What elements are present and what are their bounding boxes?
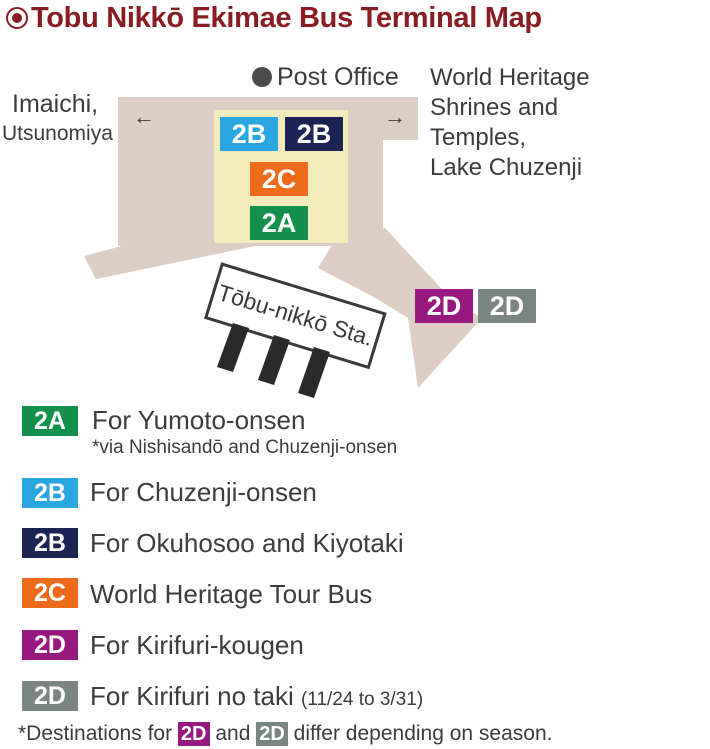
legend-text-2d-gray: For Kirifuri no taki (11/24 to 3/31) bbox=[90, 681, 423, 712]
left-destination-line-1: Imaichi, bbox=[12, 90, 99, 118]
map-badge-2b-dark: 2B bbox=[285, 117, 343, 151]
legend-badge-2a: 2A bbox=[22, 406, 78, 436]
legend-badge-2b-light: 2B bbox=[22, 478, 78, 508]
right-destination-line-4: Lake Chuzenji bbox=[430, 154, 583, 181]
post-office-label: Post Office bbox=[277, 63, 399, 91]
legend-badge-2d-purple: 2D bbox=[22, 630, 78, 660]
legend-note-2a: *via Nishisandō and Chuzenji-onsen bbox=[92, 437, 398, 458]
station-track-1 bbox=[217, 323, 249, 372]
road-left-diagonal bbox=[84, 212, 255, 279]
right-destination-line-1: World Heritage bbox=[430, 64, 590, 91]
legend-text-2d-gray-main: For Kirifuri no taki bbox=[90, 681, 294, 711]
footnote-suffix: differ depending on season. bbox=[293, 722, 553, 745]
road-right-diagonal bbox=[318, 228, 482, 388]
map-badge-2c: 2C bbox=[250, 162, 308, 196]
footnote-prefix: *Destinations for bbox=[18, 722, 173, 745]
legend-badge-2b-dark: 2B bbox=[22, 528, 78, 558]
map-title: Tobu Nikkō Ekimae Bus Terminal Map bbox=[6, 2, 542, 35]
legend-text-2a: For Yumoto-onsen bbox=[92, 405, 306, 435]
left-arrow-icon: ← bbox=[133, 104, 155, 129]
right-arrow-icon: → bbox=[384, 104, 406, 129]
legend-text-2c: World Heritage Tour Bus bbox=[90, 579, 373, 609]
map-badge-2d-purple: 2D bbox=[415, 289, 473, 323]
bullet-circle-icon bbox=[6, 7, 28, 29]
map-badge-2d-gray: 2D bbox=[478, 289, 536, 323]
footnote: *Destinations for 2D and 2D differ depen… bbox=[18, 722, 552, 746]
left-destination-line-2: Utsunomiya bbox=[2, 122, 113, 145]
legend-badge-2c: 2C bbox=[22, 578, 78, 608]
legend-text-2d-purple: For Kirifuri-kougen bbox=[90, 630, 304, 660]
station-track-2 bbox=[258, 335, 290, 385]
legend-text-2b-light: For Chuzenji-onsen bbox=[90, 477, 317, 507]
right-destination-line-2: Shrines and bbox=[430, 94, 559, 121]
map-title-text: Tobu Nikkō Ekimae Bus Terminal Map bbox=[31, 2, 542, 34]
map-badge-2b-light: 2B bbox=[220, 117, 278, 151]
map-badge-2a: 2A bbox=[250, 206, 308, 240]
post-office-marker-icon bbox=[252, 67, 272, 87]
footnote-badge-2d-purple: 2D bbox=[177, 722, 210, 746]
footnote-middle: and bbox=[215, 722, 251, 745]
legend-text-2b-dark: For Okuhosoo and Kiyotaki bbox=[90, 528, 404, 558]
footnote-badge-2d-gray: 2D bbox=[256, 722, 288, 746]
right-destination-line-3: Temples, bbox=[430, 124, 527, 151]
legend-badge-2d-gray: 2D bbox=[22, 681, 78, 711]
legend-note-2d-gray: (11/24 to 3/31) bbox=[300, 689, 424, 710]
station-track-3 bbox=[298, 347, 330, 398]
